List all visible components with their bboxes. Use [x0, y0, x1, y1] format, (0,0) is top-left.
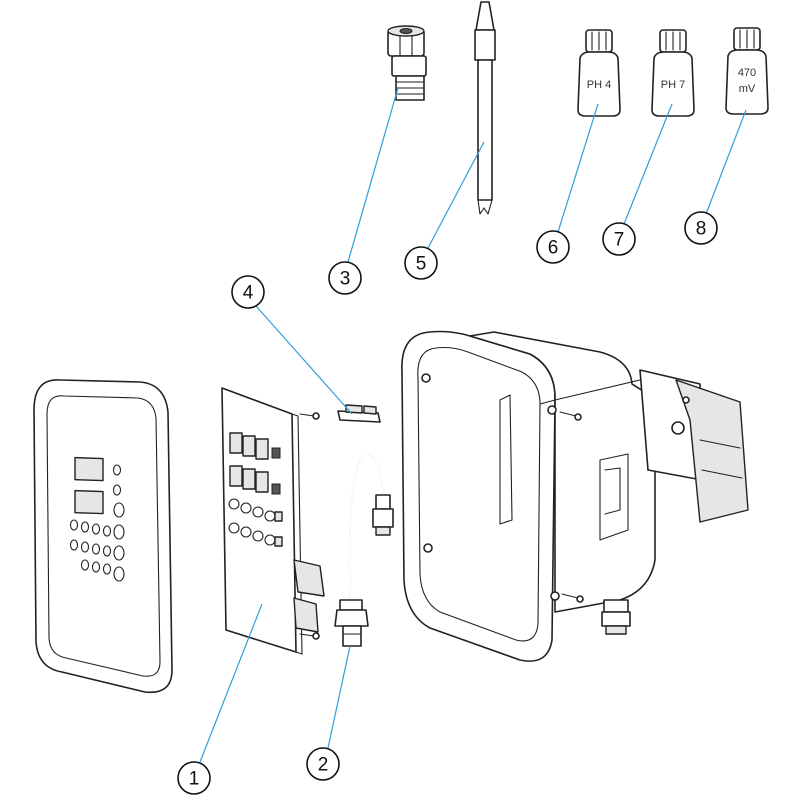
small-module [337, 404, 381, 423]
bottle-470mv-label-line2: mV [739, 83, 756, 95]
callout-5: 5 [404, 246, 438, 280]
bottle-470mv-label-line1: 470 [738, 67, 756, 79]
callout-6-number: 6 [548, 238, 559, 259]
leader-1 [199, 603, 263, 763]
callout-8: 8 [684, 211, 718, 245]
callout-6: 6 [536, 230, 570, 264]
callout-1: 1 [177, 761, 211, 795]
fitting [387, 25, 427, 101]
housing [401, 330, 749, 662]
coax-cable [334, 453, 394, 647]
callout-2-number: 2 [318, 755, 329, 776]
mounting-bracket [639, 369, 749, 523]
callout-3-number: 3 [340, 269, 351, 290]
leader-3 [347, 87, 399, 263]
leader-7 [623, 103, 673, 225]
callout-5-number: 5 [416, 254, 427, 275]
bottle-ph4-label: PH 4 [587, 79, 611, 91]
callout-2: 2 [306, 747, 340, 781]
callout-4-number: 4 [243, 283, 254, 304]
probe [474, 1, 496, 215]
callout-1-number: 1 [189, 769, 200, 790]
board-relays [229, 432, 281, 495]
callout-4: 4 [231, 275, 265, 309]
front-cover-buttons [69, 464, 125, 582]
callout-7: 7 [602, 222, 636, 256]
cable-gland [601, 599, 631, 635]
bottle-ph7: PH 7 [651, 29, 695, 117]
callout-8-number: 8 [696, 219, 707, 240]
bottle-ph4: PH 4 [577, 29, 621, 117]
leader-2 [327, 645, 351, 749]
callout-7-number: 7 [614, 230, 625, 251]
leader-4 [255, 305, 353, 415]
leader-lines [199, 87, 747, 763]
board-components [228, 498, 283, 547]
board-screws [299, 412, 320, 640]
bottle-ph7-label: PH 7 [661, 79, 685, 91]
circuit-board [221, 387, 325, 655]
bottle-470mv: 470 mV [725, 27, 769, 115]
leader-8 [705, 109, 747, 215]
leader-5 [427, 141, 485, 249]
leader-6 [557, 103, 599, 233]
front-cover-panel [33, 379, 173, 694]
callout-3: 3 [328, 261, 362, 295]
